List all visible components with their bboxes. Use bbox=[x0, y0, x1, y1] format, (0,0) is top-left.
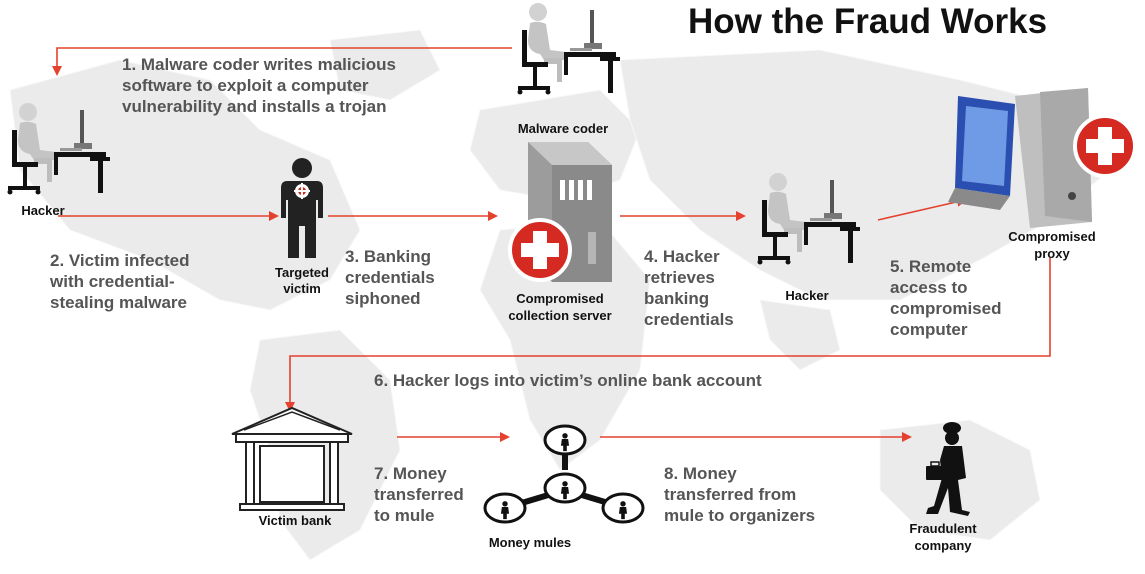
arrow-step-6 bbox=[285, 258, 1051, 412]
compromised-proxy-icon bbox=[948, 88, 1137, 228]
targeted-victim-icon bbox=[281, 158, 323, 258]
step-8-text: 8. Money transferred from mule to organi… bbox=[664, 464, 816, 525]
label-victim-bank: Victim bank bbox=[258, 513, 332, 528]
label-compromised-proxy: Compromised proxy bbox=[1008, 229, 1096, 261]
step-2-text: 2. Victim infected with credential- stea… bbox=[50, 251, 190, 312]
label-fraudulent-company: Fraudulent company bbox=[909, 521, 977, 553]
label-money-mules: Money mules bbox=[488, 535, 572, 550]
step-7-text: 7. Money transferred to mule bbox=[374, 464, 464, 525]
malware-coder-icon bbox=[517, 3, 620, 95]
page-title: How the Fraud Works bbox=[688, 2, 1048, 41]
label-hacker-1: Hacker bbox=[21, 203, 65, 218]
money-mules-icon bbox=[483, 424, 645, 524]
step-6-text: 6. Hacker logs into victim’s online bank… bbox=[374, 371, 762, 390]
step-5-text: 5. Remote access to compromised computer bbox=[890, 257, 1002, 339]
label-hacker-2: Hacker bbox=[785, 288, 829, 303]
flow-arrows bbox=[52, 47, 1051, 442]
fraudulent-company-icon bbox=[926, 422, 970, 516]
step-3-text: 3. Banking credentials siphoned bbox=[345, 247, 435, 308]
step-1-text: 1. Malware coder writes malicious softwa… bbox=[122, 55, 397, 116]
collection-server-icon bbox=[508, 142, 612, 282]
victim-bank-icon bbox=[231, 406, 353, 511]
step-4-text: 4. Hacker retrieves banking credentials bbox=[644, 247, 734, 329]
label-malware-coder: Malware coder bbox=[517, 121, 609, 136]
arrow-step-1 bbox=[52, 47, 512, 76]
label-targeted-victim: Targeted victim bbox=[275, 265, 329, 296]
label-collection-server: Compromised collection server bbox=[508, 291, 612, 323]
arrow-step-5 bbox=[877, 196, 967, 221]
